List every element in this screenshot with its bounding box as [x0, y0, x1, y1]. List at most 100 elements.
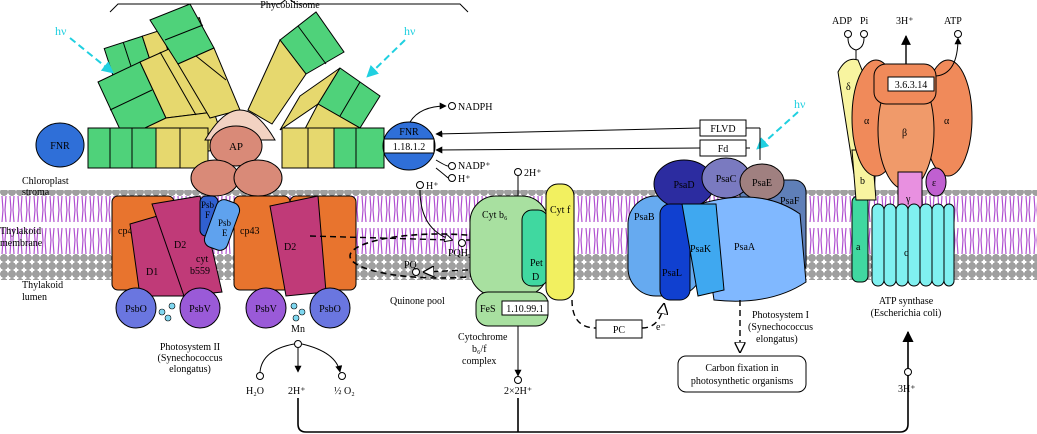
- chloroplast-stroma-label-2: stroma: [22, 187, 50, 198]
- psbo-right-label: PsbO: [319, 304, 341, 315]
- psi-label-2: (Synechococcus: [748, 322, 813, 333]
- psbe-label-2: E: [222, 228, 228, 238]
- psi-label-1: Photosystem I: [752, 310, 809, 321]
- hv-right-label: hν: [404, 24, 416, 38]
- h-nadp-label: H⁺: [458, 174, 471, 185]
- nadph-reaction: NADPH NADP⁺ H⁺: [409, 102, 492, 185]
- light-arrows: hν hν hν: [55, 24, 806, 150]
- psbe-label-1: Psb: [218, 218, 232, 228]
- phycobilisome: Phycobilisome PE PC: [87, 0, 469, 197]
- pq-label: PQ: [404, 260, 418, 271]
- cytochrome-b6f: Cyt b₆ Pet D Cyt f FeS 1.10.99.1 2H⁺ Cyt…: [458, 168, 575, 397]
- two-x-two-h-label: 2×2H⁺: [504, 386, 532, 397]
- plastocyanin: PC e⁻: [571, 299, 666, 339]
- nadp-label: NADP⁺: [458, 161, 491, 172]
- d1-label: D1: [146, 267, 158, 278]
- half-o2-label: ½ O₂: [334, 386, 355, 397]
- pqh2-label: PQH₂: [448, 248, 472, 259]
- cyt-b559-label-1: cyt: [196, 254, 208, 265]
- cyt-b6-label: Cyt b₆: [482, 210, 508, 221]
- hv-left-label: hν: [55, 24, 67, 38]
- ap-label: AP: [229, 141, 243, 153]
- psak-label: PsaK: [690, 244, 712, 255]
- atp-reaction: ADP Pi 3H⁺ ATP: [832, 16, 962, 77]
- mn-label: Mn: [291, 324, 305, 335]
- nadph-label: NADPH: [458, 102, 492, 113]
- thylakoid-membrane-label-2: membrane: [0, 238, 43, 249]
- psii-label-1: Photosystem II: [160, 342, 220, 353]
- d2-right-label: D2: [284, 242, 296, 253]
- water-splitting: H₂O 2H⁺ ½ O₂: [246, 340, 355, 397]
- ec-atp-label: 3.6.3.14: [895, 80, 928, 91]
- chloroplast-stroma-label: Chloroplast: [22, 176, 69, 187]
- atp-synthase-label-2: (Escherichia coli): [871, 308, 942, 319]
- psaf-label: PsaF: [780, 196, 800, 207]
- c-sub-label: c: [904, 248, 909, 259]
- ec-cytb6f-box[interactable]: [501, 300, 549, 316]
- alpha-left-label: α: [864, 116, 870, 127]
- pet-d-label-1: Pet: [530, 258, 543, 269]
- epsilon-label: ε: [932, 178, 936, 189]
- pet-d-label-2: D: [532, 272, 539, 283]
- psad-label: PsaD: [673, 180, 694, 191]
- fnr-left: FNR: [35, 122, 85, 168]
- three-h-top-label: 3H⁺: [896, 16, 914, 27]
- psbf-label-1: Psb: [201, 200, 215, 210]
- cp47-label: cp47: [118, 226, 137, 237]
- cytb6f-label-1: Cytochrome: [458, 332, 508, 343]
- psii-label-2: (Synechococcus: [158, 353, 223, 364]
- psbf-label-2: F: [205, 210, 210, 220]
- thylakoid-lumen-label: Thylakoid: [22, 280, 63, 291]
- thylakoid-membrane-label: Thylakoid: [0, 226, 41, 237]
- mn-cluster-right: [290, 302, 306, 322]
- psi-label-3: elongatus): [756, 334, 798, 345]
- c-ring: [871, 203, 955, 287]
- photosystem-i: PsaB PsaF PsaD PsaC PsaE PsaA PsaL PsaK …: [627, 157, 813, 352]
- hv-psi-label: hν: [794, 97, 806, 111]
- e-minus-label: e⁻: [656, 322, 666, 333]
- cp43-label: cp43: [240, 226, 259, 237]
- ec-cytb6f-label: 1.10.99.1: [506, 304, 544, 315]
- flvd-label: FLVD: [710, 124, 735, 135]
- fnr-right: FNR 1.18.1.2: [382, 121, 436, 171]
- cyt-f-label: Cyt f: [550, 205, 571, 216]
- ec-atp-box[interactable]: [887, 76, 935, 92]
- d2-left-label: D2: [174, 240, 186, 251]
- mn-cluster-left: [158, 302, 176, 322]
- h2o-label: H₂O: [246, 386, 264, 397]
- psab-label: PsaB: [634, 212, 655, 223]
- psbv-right-label: PsbV: [255, 304, 277, 315]
- carbon-fixation-label-1: Carbon fixation in: [705, 363, 778, 374]
- thylakoid-lumen-label-2: lumen: [22, 292, 47, 303]
- psal-label: PsaL: [662, 268, 682, 279]
- psac-label: PsaC: [716, 174, 737, 185]
- two-h-top-label: 2H⁺: [524, 168, 542, 179]
- fnr-right-label: FNR: [399, 127, 419, 138]
- adp-label: ADP: [832, 16, 852, 27]
- flvd-fd-links: FLVD Fd: [435, 119, 761, 160]
- carbon-fixation-link[interactable]: Carbon fixation in photosynthetic organi…: [677, 355, 807, 393]
- ec-fnr-label: 1.18.1.2: [393, 142, 426, 153]
- psii-label-3: elongatus): [169, 364, 211, 375]
- psbo-left-label: PsbO: [125, 304, 147, 315]
- proton-return: 3H⁺: [297, 330, 916, 433]
- pc-box[interactable]: [595, 319, 643, 339]
- two-h-label: 2H⁺: [288, 386, 306, 397]
- pi-label: Pi: [860, 16, 869, 27]
- psbv-left-label: PsbV: [189, 304, 211, 315]
- atp-synthase-label-1: ATP synthase: [879, 296, 934, 307]
- pc-box-label: PC: [613, 325, 626, 336]
- gamma-label: γ: [905, 194, 911, 205]
- psaa-label: PsaA: [734, 242, 756, 253]
- beta-label: β: [902, 128, 907, 139]
- psae-label: PsaE: [752, 178, 772, 189]
- three-h-bottom-label: 3H⁺: [898, 384, 916, 395]
- quinone-pool-label: Quinone pool: [390, 296, 445, 307]
- cytb6f-label-2: b₆/f: [472, 344, 487, 355]
- phycobilisome-label: Phycobilisome: [260, 0, 320, 11]
- fnr-left-label: FNR: [50, 141, 70, 152]
- ec-fnr-box[interactable]: [383, 138, 435, 154]
- delta-label: δ: [846, 82, 851, 93]
- carbon-fixation-label-2: photosynthetic organisms: [691, 376, 793, 387]
